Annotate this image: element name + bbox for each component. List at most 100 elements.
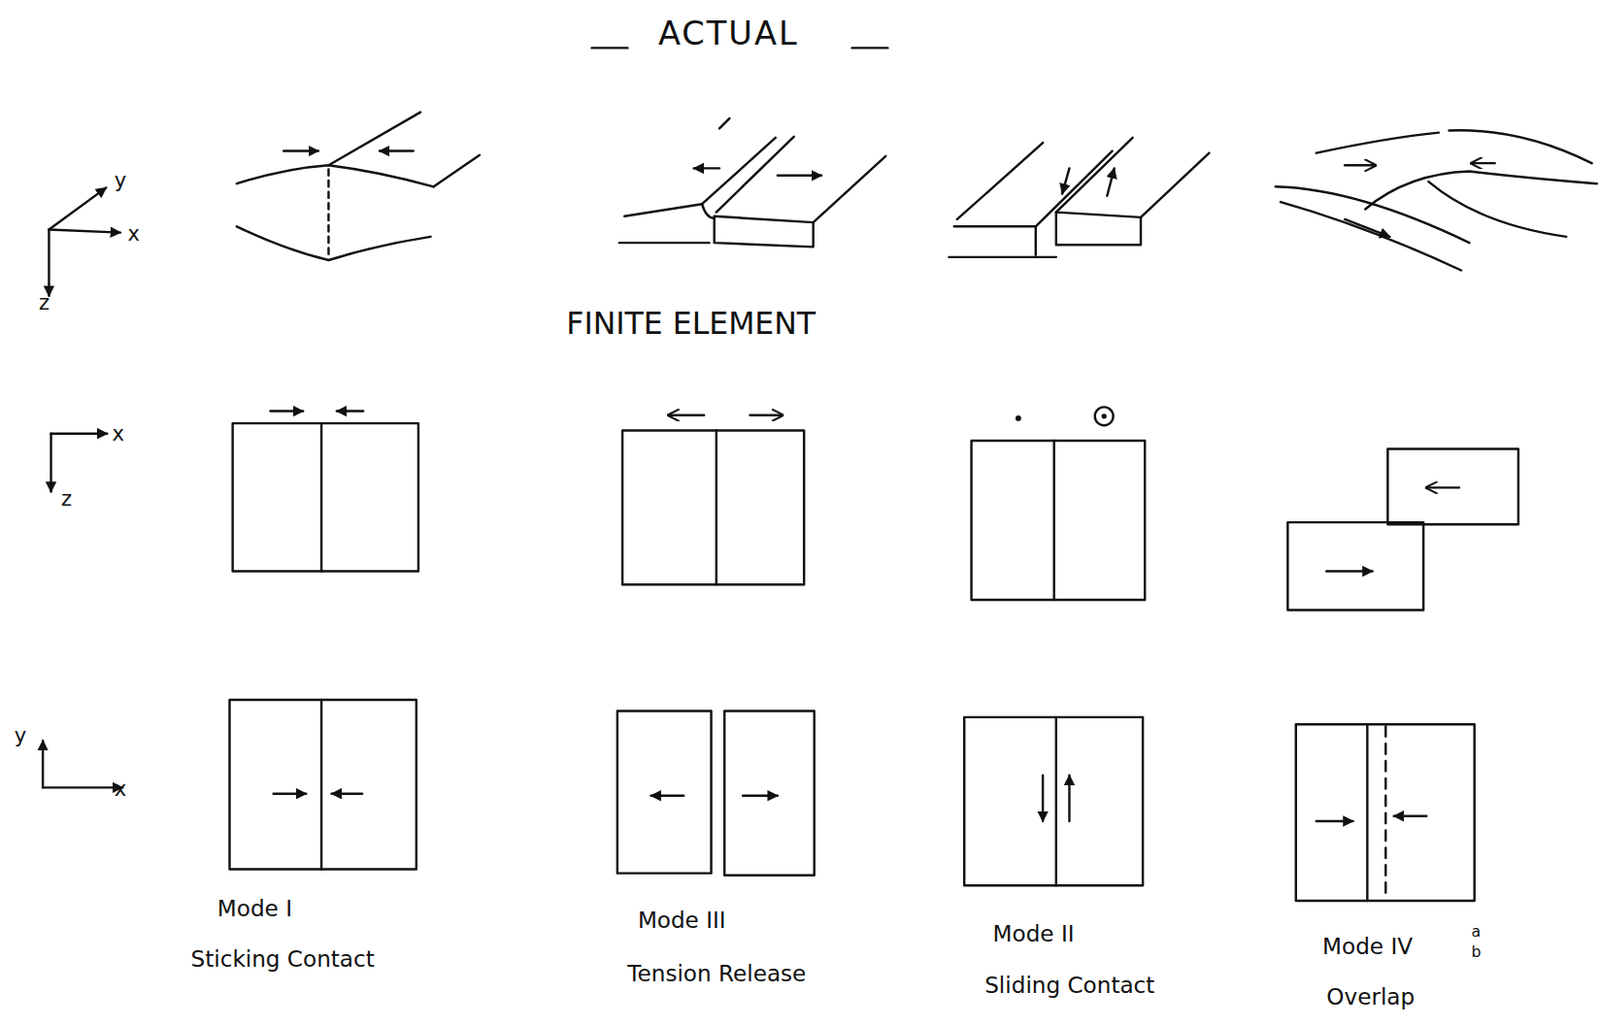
axis-xz-part — [49, 433, 52, 493]
fe-side-mode-iii-part — [622, 431, 804, 586]
axis-label: z — [61, 487, 72, 511]
fe-plan-mode-iii-part — [742, 795, 778, 798]
sliding-sketch-part — [1062, 167, 1069, 194]
axis-xy-part — [42, 786, 123, 789]
fe-side-mode-iv-part — [1287, 522, 1424, 610]
sticking-sketch-part — [379, 149, 414, 152]
fe-side-mode-iii — [622, 415, 804, 585]
mode-label: Mode IV — [1322, 933, 1413, 961]
fe-plan-mode-iv-part — [1316, 820, 1354, 823]
fe-side-mode-iv-part — [1387, 448, 1519, 525]
fe-side-mode-ii-part — [1101, 413, 1107, 419]
fe-plan-mode-ii — [964, 717, 1143, 886]
overlap-sketch — [1275, 130, 1598, 270]
mode-superscript: a — [1471, 923, 1482, 941]
fe-side-mode-ii-part — [1052, 440, 1055, 600]
fe-plan-mode-i-part — [273, 792, 307, 795]
overlap-sketch-part — [1365, 171, 1598, 210]
fe-side-mode-iii-part — [749, 414, 783, 417]
mode-caption: Sticking Contact — [191, 946, 375, 973]
page-title: ACTUAL — [658, 15, 800, 54]
sliding-sketch-part — [957, 142, 1043, 220]
title-dashes-part — [592, 46, 629, 49]
overlap-sketch-part — [1316, 133, 1439, 154]
tension-sketch-part — [619, 241, 709, 244]
overlap-sketch-part — [1428, 181, 1567, 237]
axis-label: y — [14, 724, 27, 748]
overlap-sketch-part — [1344, 164, 1376, 167]
mode-caption: Overlap — [1326, 984, 1415, 1011]
fe-side-mode-ii-part — [1015, 415, 1022, 422]
axis-label: z — [38, 291, 50, 315]
diagram-art-part — [42, 47, 1598, 901]
axis-label: x — [114, 777, 127, 801]
overlap-sketch-part — [1344, 219, 1390, 237]
fe-plan-mode-iv-part — [1366, 724, 1368, 901]
mode-caption: Sliding Contact — [984, 972, 1155, 1000]
axis-3d — [48, 187, 121, 296]
fe-side-mode-ii — [971, 406, 1146, 600]
axis-xz-part — [51, 432, 108, 434]
fe-side-mode-ii-part — [1095, 406, 1114, 426]
fe-plan-mode-ii-part — [964, 717, 1143, 886]
fe-plan-mode-i-part — [320, 700, 323, 869]
axis-3d-part — [48, 187, 106, 230]
title-dashes-part — [852, 46, 889, 49]
sliding-sketch-part — [1035, 151, 1113, 228]
fe-side-mode-iv-part — [1426, 486, 1460, 489]
fe-side-mode-iv-part — [1326, 569, 1372, 572]
fe-plan-mode-iv-part — [1296, 724, 1475, 901]
mode-label: Mode III — [637, 907, 727, 934]
axis-3d-part — [47, 229, 50, 296]
tension-sketch — [619, 118, 886, 247]
fe-plan-mode-iii-part — [724, 711, 814, 876]
fe-plan-mode-iv-part — [1384, 726, 1387, 900]
sticking-sketch-part — [236, 226, 432, 261]
axis-label: x — [127, 222, 139, 246]
fe-plan-mode-iii-part — [651, 795, 685, 798]
tension-sketch-part — [714, 216, 814, 248]
overlap-sketch-part — [1275, 186, 1470, 243]
overlap-sketch-part — [1448, 130, 1592, 164]
fe-plan-mode-ii-part — [1055, 717, 1058, 886]
fe-side-mode-iv — [1287, 448, 1519, 610]
tension-sketch-part — [701, 203, 715, 219]
fe-plan-mode-iv — [1296, 724, 1475, 901]
sliding-sketch-part — [1140, 153, 1209, 218]
fe-plan-mode-i-part — [229, 700, 416, 869]
fe-side-mode-iii-part — [667, 414, 704, 417]
sticking-sketch-part — [433, 155, 480, 188]
fe-side-mode-ii-part — [971, 440, 1146, 600]
fe-plan-mode-ii-part — [1067, 775, 1070, 822]
sliding-sketch-part — [948, 256, 1056, 259]
sticking-sketch-part — [283, 149, 319, 152]
fe-plan-mode-ii-part — [1041, 775, 1044, 822]
sticking-sketch-part — [328, 112, 421, 167]
overlap-sketch-part — [1471, 162, 1496, 165]
sticking-sketch — [236, 112, 480, 261]
fe-plan-mode-iii-part — [617, 711, 712, 874]
mode-subscript: b — [1471, 943, 1482, 962]
tension-sketch-part — [719, 118, 731, 130]
overlap-sketch-part — [1280, 201, 1462, 270]
tension-sketch-part — [777, 174, 822, 177]
tension-sketch-part — [701, 137, 776, 204]
section-heading: FINITE ELEMENT — [566, 305, 816, 341]
tension-sketch-part — [813, 156, 887, 223]
tension-sketch-part — [624, 203, 702, 217]
fe-side-mode-i-part — [336, 409, 364, 412]
sliding-sketch-part — [954, 226, 1036, 255]
mode-label: Mode I — [217, 896, 293, 923]
fe-side-mode-i-part — [320, 423, 323, 571]
sliding-sketch-part — [1056, 212, 1141, 246]
axis-3d-part — [48, 229, 121, 233]
axis-xy-part — [41, 740, 44, 788]
fe-plan-mode-i-part — [332, 792, 364, 795]
axis-xy — [42, 740, 123, 788]
fe-side-mode-i — [233, 411, 419, 572]
axis-label: x — [112, 422, 125, 446]
fe-side-mode-i-part — [233, 423, 419, 571]
sticking-sketch-part — [327, 168, 330, 257]
